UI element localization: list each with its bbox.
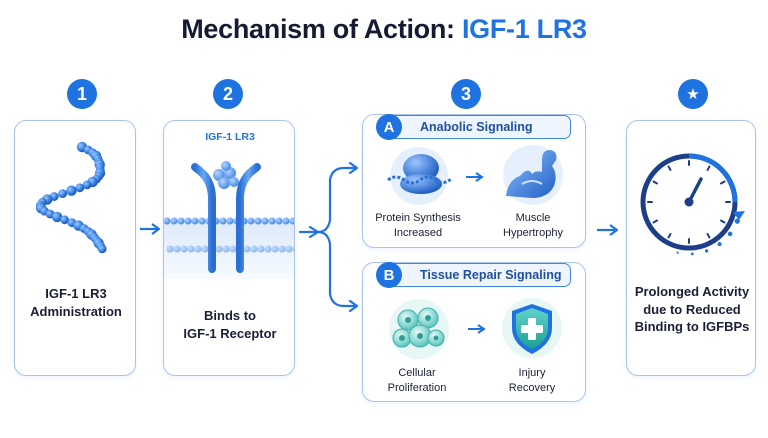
step-2-caption-line1: Binds to <box>204 308 256 323</box>
section-a-item1-line1: Protein Synthesis <box>375 212 461 224</box>
arrow-right-icon <box>466 172 484 182</box>
step-3-badge: 3 <box>451 79 481 109</box>
branch-arrow-icon <box>298 161 359 313</box>
arrow-right-icon <box>597 224 619 236</box>
arrow-right-icon <box>140 223 161 235</box>
step-1-caption-line1: IGF-1 LR3 <box>45 286 107 301</box>
section-a-badge: A <box>376 114 402 140</box>
step-2-card: IGF-1 LR3 Binds t <box>163 120 295 376</box>
section-b-item1-line2: Proliferation <box>387 381 447 394</box>
receptor-membrane-icon <box>164 161 294 279</box>
step-1-caption-line2: Administration <box>30 303 122 319</box>
step-star-card: Prolonged Activity due to Reduced Bindin… <box>626 120 756 376</box>
ligand-label: IGF-1 LR3 <box>205 131 255 143</box>
section-b-item2-caption: Injury Recovery <box>488 366 576 396</box>
section-a-header: Anabolic Signaling <box>385 115 571 139</box>
step-2-caption-line2: IGF-1 Receptor <box>183 325 277 341</box>
section-a-item2-line1: Muscle <box>515 212 551 224</box>
peptide-chain-icon <box>35 141 107 254</box>
section-b-item1-line1: Cellular <box>398 367 436 379</box>
step-2-caption: Binds to IGF-1 Receptor <box>164 307 294 342</box>
step-star-caption-line3: Binding to IGFBPs <box>634 319 750 335</box>
step-1-badge: 1 <box>67 79 97 109</box>
stopwatch-icon <box>640 153 745 256</box>
step-star-badge: ★ <box>678 79 708 109</box>
section-b-title: Tissue Repair Signaling <box>420 268 562 282</box>
shield-cross-icon <box>502 298 562 358</box>
section-b-item2-line2: Recovery <box>508 381 556 394</box>
title-part1: Mechanism of Action: <box>181 14 455 44</box>
step-2-badge: 2 <box>213 79 243 109</box>
flexed-arm-icon <box>503 145 563 205</box>
title-part2: IGF-1 LR3 <box>461 14 587 44</box>
step-star-caption-line2: due to Reduced <box>643 301 741 317</box>
section-a-title: Anabolic Signaling <box>420 120 533 134</box>
section-b-badge: B <box>376 262 402 288</box>
cell-cluster-icon <box>389 299 449 359</box>
step-1-caption: IGF-1 LR3 Administration <box>15 285 137 320</box>
step-1-card: IGF-1 LR3 Administration <box>14 120 136 376</box>
arrow-right-icon <box>468 324 486 334</box>
section-a-item2-caption: Muscle Hypertrophy <box>488 211 578 241</box>
page-title: Mechanism of Action: IGF-1 LR3 <box>0 14 768 45</box>
section-b-item1-caption: Cellular Proliferation <box>372 366 462 396</box>
section-b-header: Tissue Repair Signaling <box>385 263 571 287</box>
section-a-item1-line2: Increased <box>393 226 443 239</box>
step-star-caption-line1: Prolonged Activity <box>634 284 750 299</box>
section-b-item2-line1: Injury <box>518 367 546 379</box>
step-star-caption: Prolonged Activity due to Reduced Bindin… <box>627 283 757 336</box>
section-a-item1-caption: Protein Synthesis Increased <box>370 211 466 241</box>
protein-ribosome-icon <box>387 147 454 205</box>
section-a-item2-line2: Hypertrophy <box>503 226 563 239</box>
